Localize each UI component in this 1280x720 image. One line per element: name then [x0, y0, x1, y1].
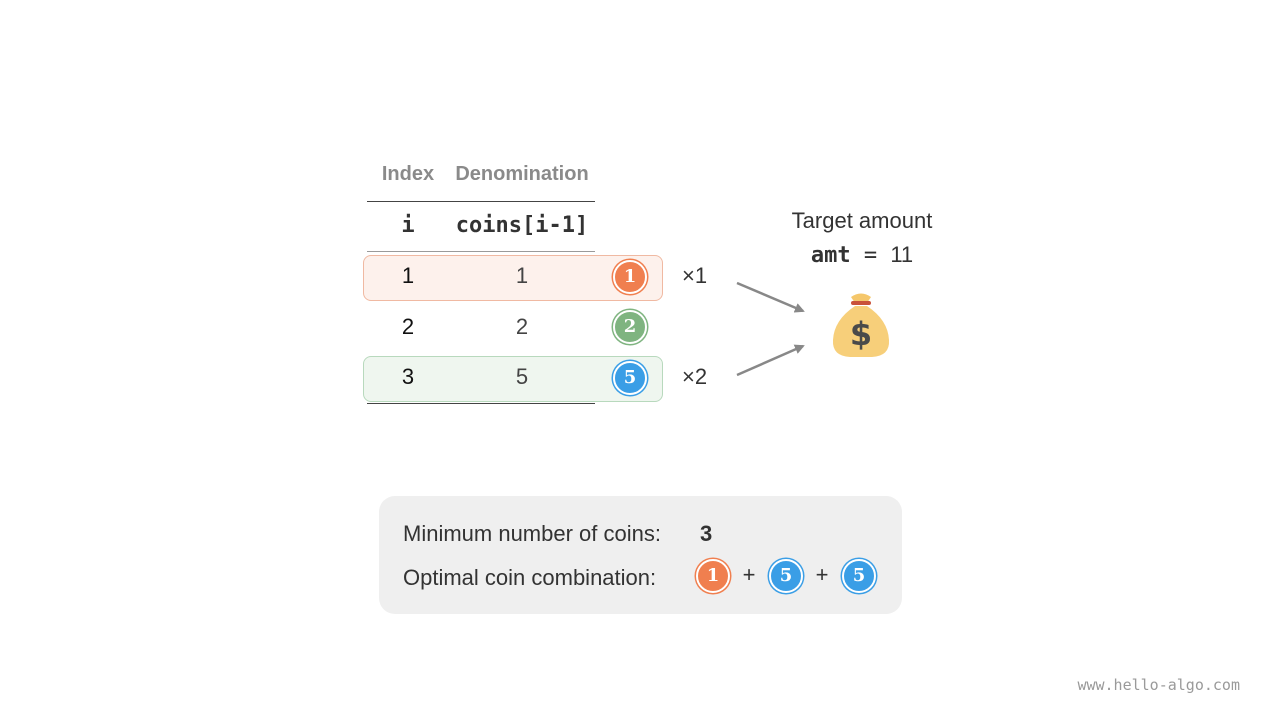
table-top-rule: [367, 201, 595, 202]
subheader-index: i: [401, 213, 415, 238]
min-coins-label: Minimum number of coins:: [403, 521, 661, 546]
table-mid-rule: [367, 251, 595, 252]
target-title: Target amount: [791, 208, 933, 233]
plus-sign: +: [742, 562, 756, 587]
row-1-denomination: 1: [515, 263, 529, 288]
coin-2-icon: 2: [613, 310, 647, 344]
target-value: 11: [890, 242, 914, 267]
coin-5-icon: 5: [613, 361, 647, 395]
target-eq: =: [850, 243, 891, 268]
arrow-1: [736, 281, 805, 313]
row-3-multiplier: ×2: [682, 364, 708, 389]
combo-coin-1-icon: 1: [696, 559, 730, 593]
combo-coin-5-icon: 5: [842, 559, 876, 593]
coin-1-icon: 1: [613, 260, 647, 294]
table-bottom-rule: [367, 403, 595, 404]
arrow-2: [736, 344, 805, 377]
row-3-denomination: 5: [515, 364, 529, 389]
row-1-multiplier: ×1: [682, 263, 708, 288]
svg-text:$: $: [850, 315, 872, 353]
money-bag-icon: $: [832, 293, 890, 357]
summary-box: [379, 496, 902, 614]
plus-sign: +: [815, 562, 829, 587]
row-3-index: 3: [401, 364, 415, 389]
min-coins-value: 3: [700, 521, 713, 546]
header-denomination: Denomination: [455, 163, 589, 185]
row-1-index: 1: [401, 263, 415, 288]
target-var: amt: [810, 243, 851, 268]
combo-coin-5-icon: 5: [769, 559, 803, 593]
subheader-denomination: coins[i-1]: [455, 213, 589, 238]
row-2-denomination: 2: [515, 314, 529, 339]
row-2-index: 2: [401, 314, 415, 339]
header-index: Index: [381, 163, 435, 185]
combination-label: Optimal coin combination:: [403, 565, 657, 590]
target-amount: amt = 11: [762, 240, 962, 270]
watermark: www.hello-algo.com: [1077, 676, 1240, 694]
